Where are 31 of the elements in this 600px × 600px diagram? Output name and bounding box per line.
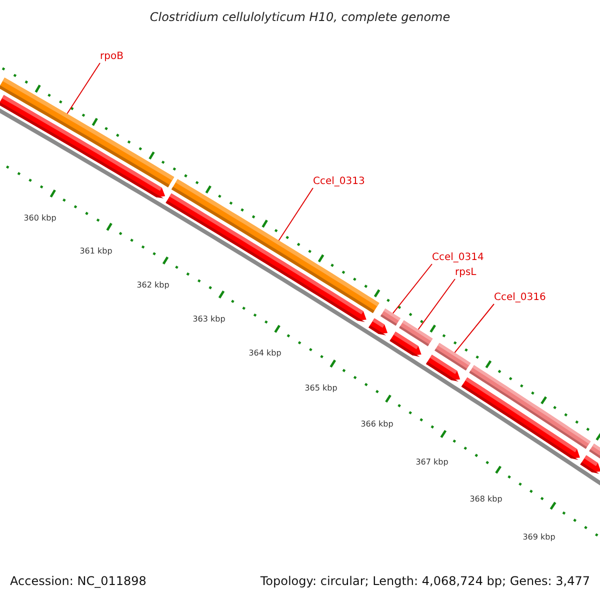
title: Clostridium cellulolyticum H10, complete genome — [148, 10, 452, 24]
gene-label: Ccel_0314 — [432, 252, 484, 264]
gene-label: rpoB — [100, 51, 124, 63]
accession-text: Accession: NC_011898 — [10, 574, 146, 588]
leader-line — [278, 188, 314, 241]
gene-label: Ccel_0316 — [494, 292, 546, 304]
leader-line — [418, 278, 456, 330]
gene-feature — [580, 455, 600, 474]
gene-label: rpsL — [455, 267, 476, 279]
scale-label: 364 kbp — [248, 348, 282, 358]
scale-label: 367 kbp — [416, 458, 448, 466]
scale-label: 360 kbp — [24, 214, 56, 222]
scale-label: 365 kbp — [304, 384, 338, 392]
genome-stats-text: Topology: circular; Length: 4,068,724 bp; Genes: 3,477 — [260, 574, 590, 588]
gene-label: Ccel_0313 — [313, 176, 365, 188]
scale-label: 369 kbp — [522, 532, 556, 542]
gene-feature — [461, 377, 580, 460]
scale-label: 363 kbp — [192, 314, 226, 324]
scale-label: 368 kbp — [470, 494, 502, 504]
gene-bar — [380, 308, 401, 326]
scale-label: 366 kbp — [360, 420, 394, 428]
leader-line — [392, 264, 432, 314]
scale-label: 361 kbp — [80, 246, 112, 256]
scale-label: 362 kbp — [136, 280, 170, 290]
leader-line — [454, 304, 494, 354]
gene-feature — [368, 318, 388, 336]
leader-line — [66, 62, 100, 114]
gene-feature — [0, 95, 166, 198]
gene-feature — [390, 332, 422, 357]
gene-feature — [426, 354, 460, 382]
gene-bar — [589, 444, 600, 458]
